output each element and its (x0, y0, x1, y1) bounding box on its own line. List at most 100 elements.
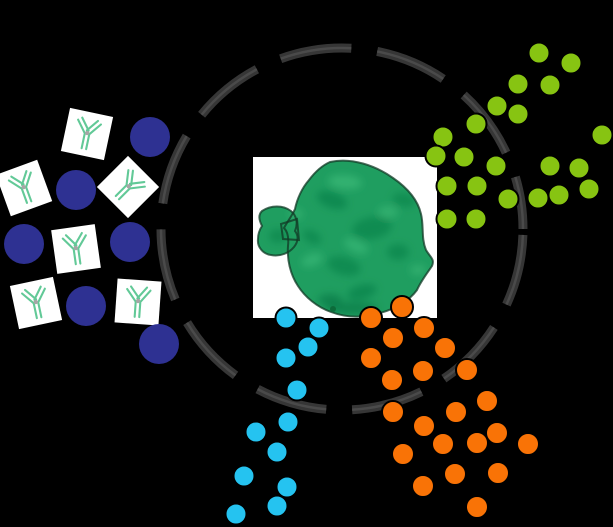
antibody-hinge (126, 184, 131, 189)
green-dot (538, 73, 562, 97)
tumor-blob-outline (279, 217, 301, 242)
blue-bead (110, 222, 150, 262)
green-dot (547, 183, 571, 207)
antibody-arm (117, 187, 131, 201)
antibody-y-icon (7, 170, 33, 204)
antibody-arm (33, 285, 42, 301)
antibody-arm (138, 301, 142, 319)
antibody-arm (77, 248, 82, 265)
texture-patch (352, 216, 392, 240)
orange-dot (465, 495, 489, 519)
texture-patch (301, 253, 323, 267)
tumor-blob-outline (256, 205, 299, 257)
debris-speck (330, 306, 336, 312)
texture-patch (347, 284, 377, 300)
antibody-arm (128, 181, 146, 185)
texture-patch (328, 174, 362, 190)
blue-bead (56, 170, 96, 210)
antibody-arm (85, 119, 100, 132)
cyan-dot (307, 316, 331, 340)
antibody-arm (25, 186, 33, 203)
orange-dot (516, 432, 540, 456)
orange-dot (475, 389, 499, 413)
texture-patch (316, 190, 348, 210)
texture-patch (302, 229, 322, 245)
green-dot (452, 145, 476, 169)
orange-dot (411, 474, 435, 498)
green-dot (435, 174, 459, 198)
orange-dot (465, 431, 489, 455)
antibody-arm (80, 132, 86, 150)
cyan-dot (274, 306, 298, 330)
blue-bead (4, 224, 44, 264)
green-dot (506, 72, 530, 96)
antibody-hinge (73, 245, 79, 251)
blue-bead (139, 324, 179, 364)
orange-dot (381, 400, 405, 424)
orange-dot (486, 461, 510, 485)
cyan-dot (276, 410, 300, 434)
antibody-hinge (85, 130, 90, 136)
antibody-square (114, 278, 162, 326)
cyan-dot (224, 502, 248, 526)
antibody-arm (126, 287, 137, 303)
antibody-y-icon (126, 285, 152, 319)
orange-dot (412, 414, 436, 438)
green-dot (538, 154, 562, 178)
green-dot-cluster (424, 41, 613, 231)
antibody-arm (20, 170, 28, 186)
orange-dot (431, 432, 455, 456)
texture-patch (410, 265, 426, 275)
orange-dot (444, 400, 468, 424)
green-dot (577, 177, 601, 201)
antibody-arm (25, 171, 32, 188)
green-dot (484, 154, 508, 178)
cyan-dot-cluster (224, 306, 331, 526)
antibody-y-icon (61, 231, 87, 266)
antibody-square (60, 107, 114, 161)
cyan-dot (265, 494, 289, 518)
antibody-arm (125, 169, 130, 186)
orange-dot (390, 295, 414, 319)
green-dot (431, 125, 455, 149)
green-dot (527, 41, 551, 65)
green-dot (465, 174, 489, 198)
antibody-arm (72, 248, 77, 266)
orange-dot (485, 421, 509, 445)
tumor-image (253, 157, 437, 318)
orange-dot (359, 346, 383, 370)
orange-dot (433, 336, 457, 360)
antibody-square (51, 224, 101, 274)
tumor-blob (257, 160, 433, 317)
cyan-dot (232, 464, 256, 488)
texture-patch (378, 206, 398, 218)
orange-dot (443, 462, 467, 486)
cyan-dot (274, 346, 298, 370)
antibody-hinge (21, 184, 26, 190)
green-dot (567, 156, 591, 180)
antibody-arm (37, 287, 46, 303)
blue-bead (66, 286, 106, 326)
orange-dot (380, 368, 404, 392)
orange-dot (455, 358, 479, 382)
antibody-arm (32, 302, 38, 320)
green-dot (424, 144, 448, 168)
antibody-arm (21, 292, 35, 304)
orange-dot (411, 359, 435, 383)
antibody-square (0, 159, 53, 217)
green-dot (559, 51, 583, 75)
boundary-dash-core (159, 46, 525, 412)
green-dot (506, 102, 530, 126)
antibody-arm (37, 301, 43, 319)
antibody-arm (73, 231, 83, 247)
antibody-hinge (33, 299, 38, 305)
antibody-arm (7, 179, 23, 190)
cyan-dot (244, 420, 268, 444)
antibody-arm (85, 133, 91, 151)
blue-bead (130, 117, 170, 157)
antibody-arm (20, 188, 29, 204)
orange-dot (381, 326, 405, 350)
green-dot (590, 123, 613, 147)
antibody-arm (77, 234, 87, 249)
